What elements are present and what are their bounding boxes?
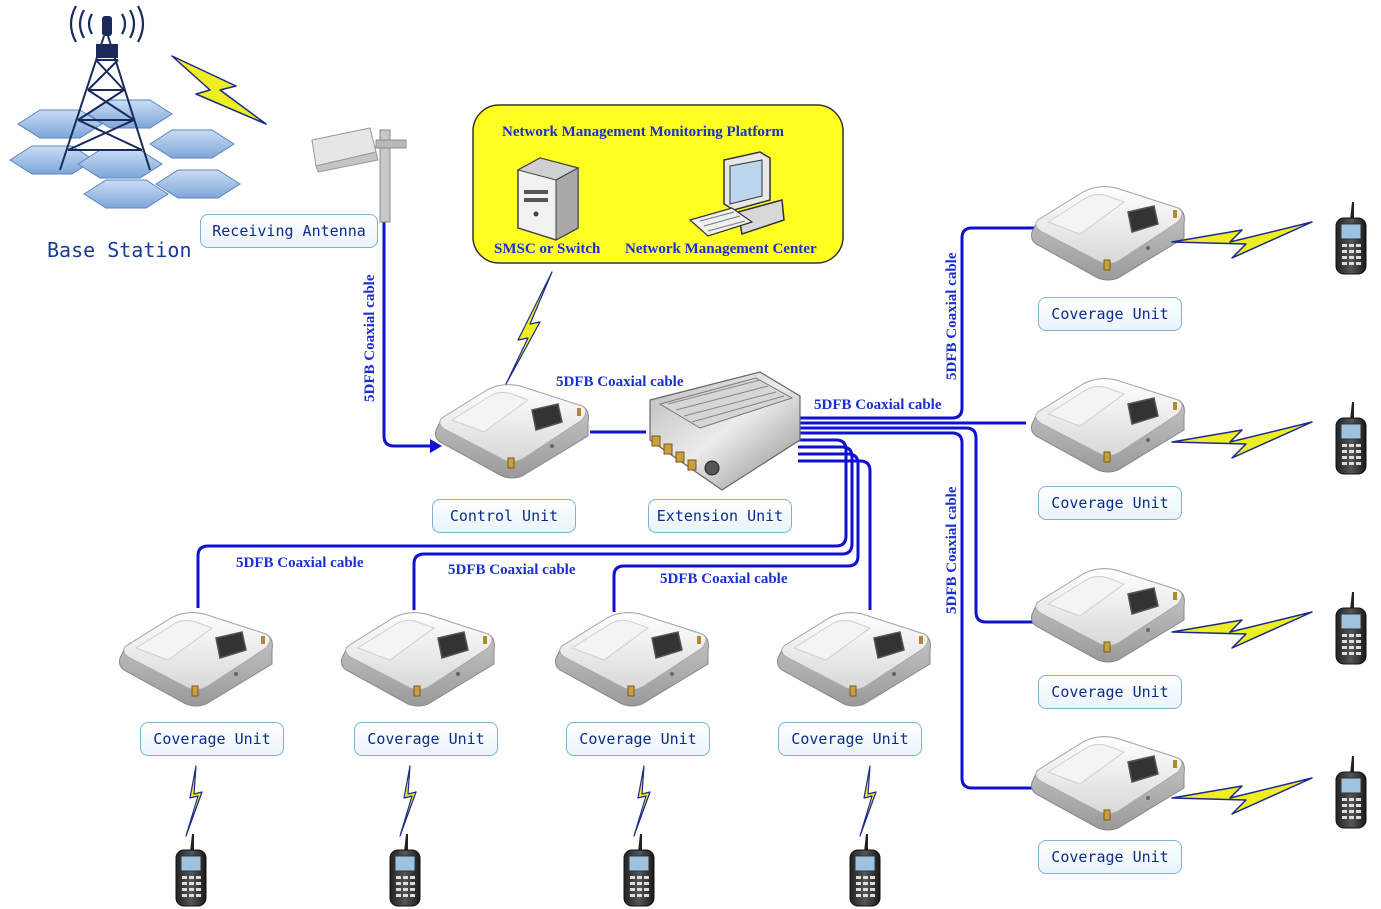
coverage-unit-label: Coverage Unit (354, 722, 498, 756)
coverage-unit-device-icon (118, 611, 274, 707)
cable-label: 5DFB Coaxial cable (448, 562, 576, 578)
control-unit-label: Control Unit (432, 499, 576, 533)
coverage-unit-label: Coverage Unit (1038, 486, 1182, 520)
mobile-phone-icon (389, 833, 421, 907)
receiving-antenna-label: Receiving Antenna (200, 214, 378, 248)
cable-label: 5DFB Coaxial cable (660, 571, 788, 587)
mobile-phone-icon (1335, 755, 1367, 829)
cable-ext-to-bottom-1 (196, 438, 848, 608)
base-station-label: Base Station (47, 238, 192, 262)
lightning-icon (399, 765, 417, 837)
lightning-icon (859, 765, 877, 837)
cable-label: 5DFB Coaxial cable (944, 252, 960, 381)
coverage-unit-label: Coverage Unit (1038, 840, 1182, 874)
cables (196, 222, 1034, 790)
network-management-center-label: Network Management Center (625, 241, 817, 257)
lightning-icon (1171, 611, 1313, 649)
coverage-unit-device-icon (776, 611, 932, 707)
coverage-unit-label: Coverage Unit (1038, 297, 1182, 331)
cable-antenna-to-control (382, 222, 430, 448)
mobile-phone-icon (1335, 201, 1367, 275)
cable-ext-to-right-4 (798, 431, 1034, 790)
coverage-unit-device-icon (1030, 377, 1186, 473)
cable-label: 5DFB Coaxial cable (814, 397, 942, 413)
mobile-phone-icon (1335, 591, 1367, 665)
arrow-head (430, 439, 442, 453)
extension-unit-label: Extension Unit (648, 499, 792, 533)
extension-unit-device-icon (649, 371, 801, 491)
cable-ext-to-bottom-2 (412, 445, 854, 610)
server-icon (516, 157, 580, 241)
cable-label: 5DFB Coaxial cable (944, 486, 960, 615)
base-station-tower-icon (9, 5, 241, 209)
coverage-unit-device-icon (554, 611, 710, 707)
coverage-unit-label: Coverage Unit (566, 722, 710, 756)
cable-label: 5DFB Coaxial cable (362, 274, 378, 403)
cable-label: 5DFB Coaxial cable (556, 374, 684, 390)
cable-ext-to-right-1 (798, 226, 1034, 420)
lightning-icon (171, 55, 267, 125)
mobile-phone-icon (623, 833, 655, 907)
coverage-unit-device-icon (1030, 567, 1186, 663)
mobile-phone-icon (849, 833, 881, 907)
coverage-unit-label: Coverage Unit (1038, 675, 1182, 709)
cable-ext-to-bottom-4 (798, 459, 872, 610)
coverage-unit-label: Coverage Unit (140, 722, 284, 756)
platform-title: Network Management Monitoring Platform (502, 124, 785, 140)
cable-label: 5DFB Coaxial cable (236, 555, 364, 571)
panel-antenna-icon (311, 127, 407, 223)
coverage-unit-device-icon (1030, 185, 1186, 281)
smsc-label: SMSC or Switch (494, 241, 601, 257)
lightning-icon (1171, 221, 1313, 259)
coverage-unit-device-icon (340, 611, 496, 707)
lightning-icon (1171, 777, 1313, 815)
lightning-icon (633, 765, 651, 837)
coverage-unit-device-icon (434, 383, 590, 479)
computer-icon (688, 151, 785, 237)
lightning-icon (185, 765, 203, 837)
cable-ext-to-bottom-3 (612, 452, 860, 612)
lightning-icon (505, 271, 553, 385)
coverage-unit-device-icon (1030, 735, 1186, 831)
lightning-icon (1171, 421, 1313, 459)
coverage-unit-label: Coverage Unit (778, 722, 922, 756)
cable-ext-to-right-3 (798, 426, 1034, 624)
mobile-phone-icon (1335, 401, 1367, 475)
mobile-phone-icon (175, 833, 207, 907)
